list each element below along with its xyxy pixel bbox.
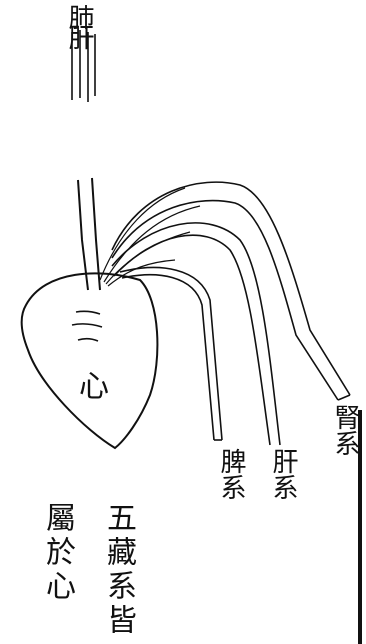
label-vessel-kidney: 腎系 bbox=[332, 404, 358, 456]
label-top-vessels: 肺肝 bbox=[66, 4, 92, 44]
vessel-spleen bbox=[120, 268, 222, 440]
heart-outline bbox=[22, 273, 158, 448]
vessel-liver bbox=[112, 223, 280, 445]
label-heart: 心 bbox=[75, 370, 105, 400]
label-vessel-liver: 肝系 bbox=[270, 448, 296, 500]
caption-column-1: 五藏系皆 bbox=[103, 502, 133, 638]
label-vessel-spleen: 脾系 bbox=[218, 448, 244, 500]
heart-inner-marks bbox=[72, 311, 102, 341]
caption-column-2: 屬於心 bbox=[42, 502, 72, 604]
